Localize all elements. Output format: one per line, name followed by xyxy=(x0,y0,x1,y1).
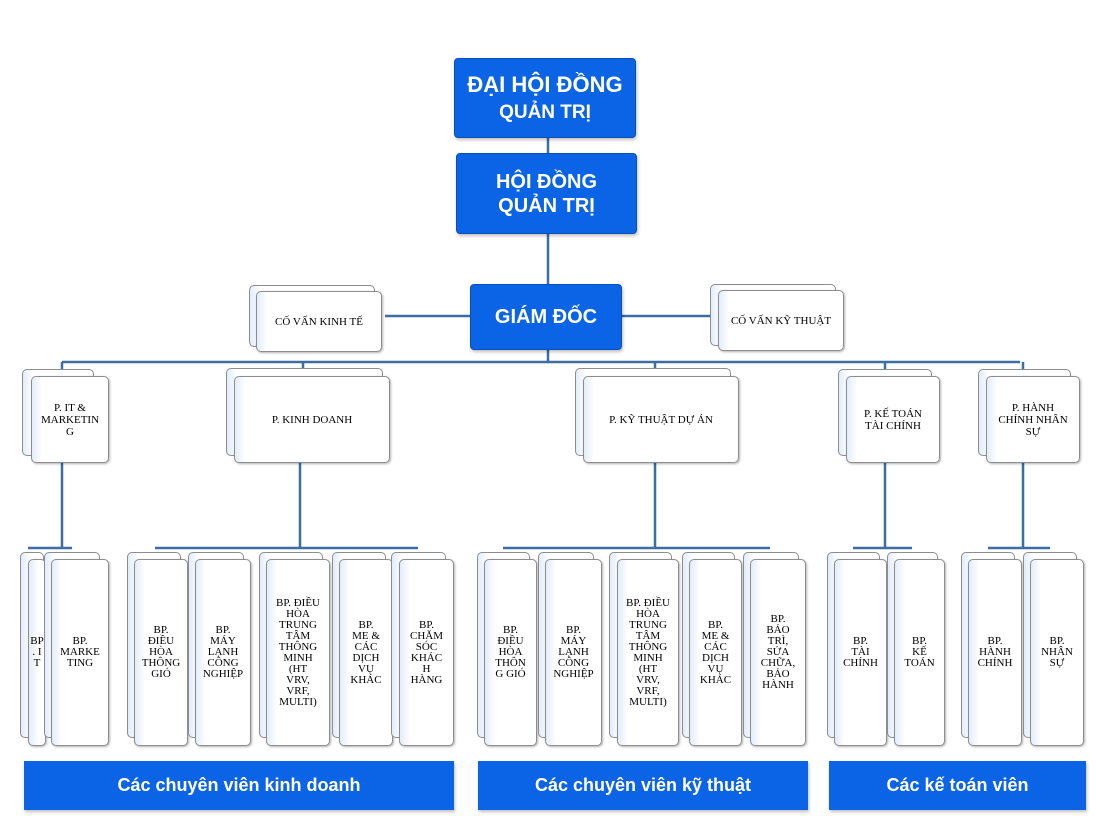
tech-staff-label: Các chuyên viên kỹ thuật xyxy=(534,775,752,795)
unit-tech-3-label: BP. ĐIỀU HÒA TRUNG TÂM THÔNG MINH (HT VR… xyxy=(625,596,670,708)
unit-marketing-label: BP. MARKE TING xyxy=(60,635,100,669)
unit-sales-1-label: BP. ĐIỀU HÒA THÔNG GIÓ xyxy=(141,624,181,680)
unit-admin-box: BP. HÀNH CHÍNH xyxy=(968,559,1022,746)
sales-staff-banner: Các chuyên viên kinh doanh xyxy=(24,761,454,810)
unit-tech-5-box: BP. BẢO TRÌ, SỬA CHỮA, BẢO HÀNH xyxy=(750,559,806,746)
unit-sales-4-label: BP. ME & CÁC DỊCH VỤ KHÁC xyxy=(350,618,382,686)
unit-accounting-label: BP. KẾ TOÁN xyxy=(904,635,935,669)
unit-accounting-box: BP. KẾ TOÁN xyxy=(894,559,945,746)
unit-sales-2-box: BP. MÁY LẠNH CÔNG NGHIỆP xyxy=(195,559,251,746)
dept-accounting-box: P. KẾ TOÁN TÀI CHÍNH xyxy=(846,376,940,463)
dept-hr-label: P. HÀNH CHÍNH NHÂN SỰ xyxy=(998,401,1068,438)
unit-tech-2-box: BP. MÁY LẠNH CÔNG NGHIỆP xyxy=(545,559,602,746)
unit-tech-3-box: BP. ĐIỀU HÒA TRUNG TÂM THÔNG MINH (HT VR… xyxy=(617,559,679,746)
unit-tech-4-label: BP. ME & CÁC DỊCH VỤ KHÁC xyxy=(699,618,732,686)
director-label: GIÁM ĐỐC xyxy=(494,305,598,328)
unit-marketing-box: BP. MARKE TING xyxy=(51,559,109,746)
general-assembly-box: ĐẠI HỘI ĐỒNG QUẢN TRỊ xyxy=(454,58,636,138)
general-assembly-line1: ĐẠI HỘI ĐỒNG xyxy=(467,72,623,97)
unit-personnel-box: BP. NHÂN SỰ xyxy=(1030,559,1084,746)
accountants-banner: Các kế toán viên xyxy=(829,761,1086,810)
unit-finance-label: BP. TÀI CHÍNH xyxy=(843,635,878,669)
general-assembly-line2: QUẢN TRỊ xyxy=(499,102,591,123)
unit-sales-1-box: BP. ĐIỀU HÒA THÔNG GIÓ xyxy=(134,559,188,746)
advisor-economic-box: CỐ VẤN KINH TẾ xyxy=(256,291,382,352)
unit-sales-3-box: BP. ĐIỀU HÒA TRUNG TÂM THÔNG MINH (HT VR… xyxy=(266,559,330,746)
unit-tech-2-label: BP. MÁY LẠNH CÔNG NGHIỆP xyxy=(553,624,594,680)
accountants-label: Các kế toán viên xyxy=(886,775,1029,795)
dept-accounting-label: P. KẾ TOÁN TÀI CHÍNH xyxy=(864,407,922,432)
unit-tech-5-label: BP. BẢO TRÌ, SỬA CHỮA, BẢO HÀNH xyxy=(760,613,796,691)
dept-tech-box: P. KỸ THUẬT DỰ ÁN xyxy=(583,376,739,463)
sales-staff-label: Các chuyên viên kinh doanh xyxy=(117,775,361,795)
board-box: HỘI ĐỒNG QUẢN TRỊ xyxy=(456,153,637,234)
unit-admin-label: BP. HÀNH CHÍNH xyxy=(977,635,1013,669)
advisor-economic-label: CỐ VẤN KINH TẾ xyxy=(275,315,363,328)
unit-sales-4-box: BP. ME & CÁC DỊCH VỤ KHÁC xyxy=(339,559,393,746)
unit-sales-5-box: BP. CHĂM SÓC KHÁC H HÀNG xyxy=(399,559,454,746)
unit-sales-5-label: BP. CHĂM SÓC KHÁC H HÀNG xyxy=(409,618,443,686)
dept-it-label: P. IT & MARKETIN G xyxy=(40,401,100,438)
unit-tech-1-label: BP. ĐIỀU HÒA THÔN G GIÓ xyxy=(495,624,526,680)
board-line2: QUẢN TRỊ xyxy=(498,194,595,217)
dept-tech-label: P. KỸ THUẬT DỰ ÁN xyxy=(609,413,713,426)
advisor-technical-box: CỐ VẤN KỸ THUẬT xyxy=(718,290,844,351)
unit-it-label: BP . I T xyxy=(30,635,44,669)
tech-staff-banner: Các chuyên viên kỹ thuật xyxy=(478,761,808,810)
dept-it-box: P. IT & MARKETIN G xyxy=(31,376,109,463)
director-box: GIÁM ĐỐC xyxy=(470,284,622,350)
dept-sales-label: P. KINH DOANH xyxy=(271,413,353,426)
unit-tech-1-box: BP. ĐIỀU HÒA THÔN G GIÓ xyxy=(484,559,537,746)
dept-hr-box: P. HÀNH CHÍNH NHÂN SỰ xyxy=(986,376,1080,463)
unit-sales-3-label: BP. ĐIỀU HÒA TRUNG TÂM THÔNG MINH (HT VR… xyxy=(275,596,320,708)
unit-sales-2-label: BP. MÁY LẠNH CÔNG NGHIỆP xyxy=(202,624,244,680)
advisor-technical-label: CỐ VẤN KỸ THUẬT xyxy=(730,314,832,327)
unit-finance-box: BP. TÀI CHÍNH xyxy=(834,559,887,746)
unit-personnel-label: BP. NHÂN SỰ xyxy=(1041,635,1073,669)
unit-tech-4-box: BP. ME & CÁC DỊCH VỤ KHÁC xyxy=(689,559,742,746)
board-line1: HỘI ĐỒNG xyxy=(495,170,598,193)
unit-it-box: BP . I T xyxy=(28,559,46,746)
dept-sales-box: P. KINH DOANH xyxy=(234,376,390,463)
